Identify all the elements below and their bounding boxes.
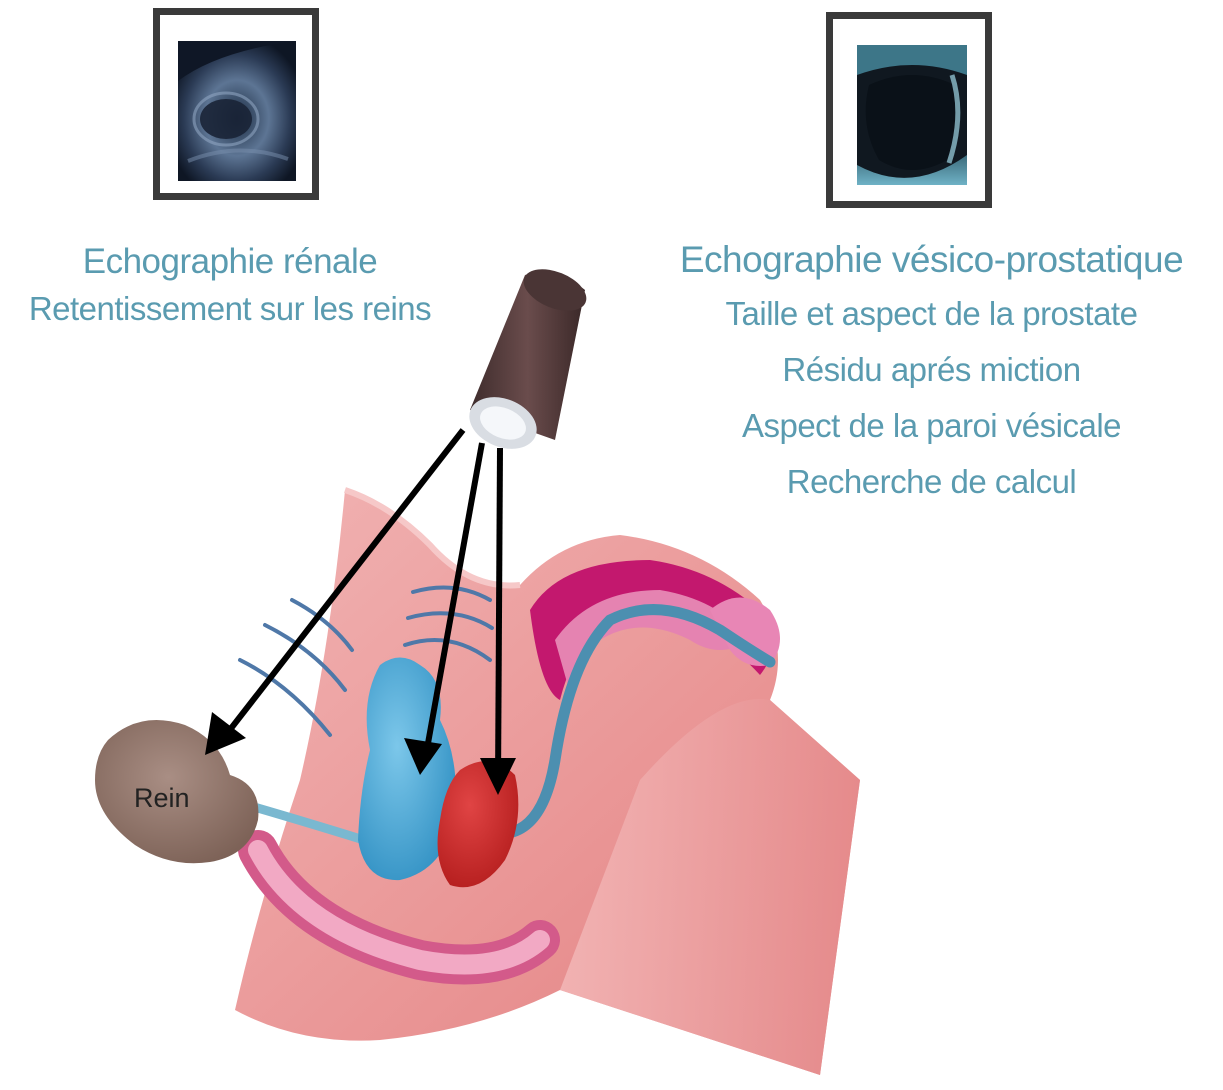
ultrasound-probe bbox=[462, 261, 593, 458]
kidney-label: Rein bbox=[134, 783, 190, 814]
arrow-to-prostate bbox=[498, 448, 500, 785]
